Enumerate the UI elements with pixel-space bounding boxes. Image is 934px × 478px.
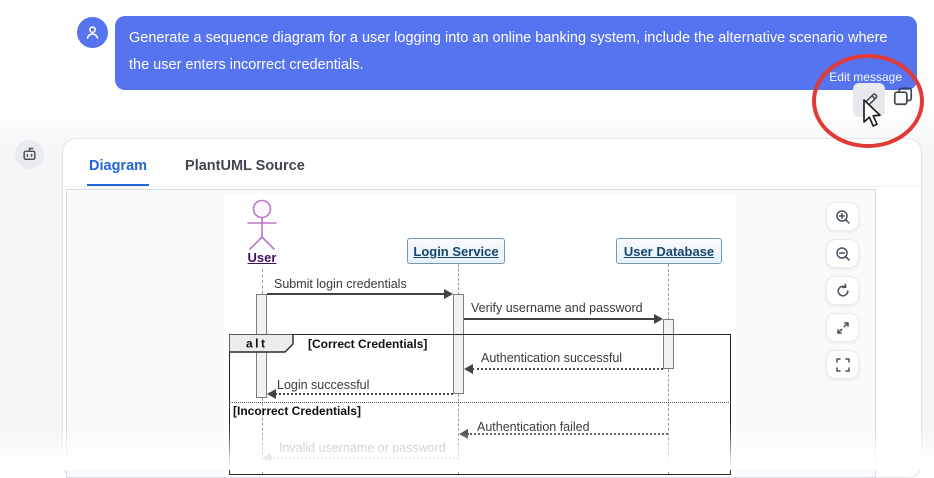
expand-icon bbox=[835, 320, 851, 336]
diagram-panel: Diagram PlantUML Source User Login Servi… bbox=[62, 138, 922, 478]
person-icon bbox=[84, 24, 101, 41]
fullscreen-icon bbox=[835, 357, 851, 373]
arrowhead bbox=[444, 289, 453, 299]
zoom-out-icon bbox=[835, 246, 851, 262]
arrow bbox=[270, 457, 458, 459]
user-message-bubble: Generate a sequence diagram for a user l… bbox=[115, 16, 917, 90]
actor-user-figure bbox=[237, 196, 287, 254]
alt-operator-tab: alt bbox=[229, 334, 295, 353]
participant-user-database: User Database bbox=[616, 238, 722, 264]
message-auth-successful: Authentication successful bbox=[481, 351, 623, 365]
message-auth-failed: Authentication failed bbox=[477, 420, 590, 434]
arrow bbox=[464, 318, 655, 320]
lifeline-user-database bbox=[668, 264, 669, 320]
actor-user-label: User bbox=[247, 250, 277, 265]
arrowhead bbox=[262, 453, 271, 463]
alt-operator-text: alt bbox=[246, 337, 268, 351]
arrow bbox=[275, 393, 453, 395]
assistant-avatar bbox=[15, 140, 44, 169]
arrowhead bbox=[459, 429, 468, 439]
edit-message-tooltip: Edit message bbox=[829, 70, 902, 84]
arrow bbox=[467, 433, 668, 435]
activation-user-database bbox=[663, 319, 674, 369]
tab-bar: Diagram PlantUML Source bbox=[63, 139, 921, 187]
message-actions bbox=[853, 83, 923, 119]
fullscreen-button[interactable] bbox=[826, 350, 859, 379]
reset-view-button[interactable] bbox=[826, 276, 859, 305]
arrowhead bbox=[654, 314, 663, 324]
message-login-successful: Login successful bbox=[277, 378, 370, 392]
message-submit-credentials: Submit login credentials bbox=[274, 277, 407, 291]
message-invalid-credentials: Invalid username or password bbox=[279, 441, 446, 455]
participant-login-service: Login Service bbox=[407, 238, 505, 264]
zoom-out-button[interactable] bbox=[826, 239, 859, 268]
expand-button[interactable] bbox=[826, 313, 859, 342]
zoom-in-button[interactable] bbox=[826, 202, 859, 231]
alt-branch-incorrect: [Incorrect Credentials] bbox=[233, 404, 362, 418]
alt-branch-correct: [Correct Credentials] bbox=[308, 337, 428, 351]
robot-icon bbox=[21, 146, 38, 163]
copy-message-button[interactable] bbox=[889, 85, 917, 113]
lifeline-user-database bbox=[668, 369, 669, 475]
arrowhead bbox=[464, 364, 473, 374]
arrowhead bbox=[267, 389, 276, 399]
tab-diagram[interactable]: Diagram bbox=[87, 158, 150, 186]
user-message-text: Generate a sequence diagram for a user l… bbox=[129, 30, 888, 73]
edit-message-button[interactable] bbox=[853, 83, 885, 117]
reset-icon bbox=[835, 283, 851, 299]
user-avatar bbox=[77, 17, 108, 48]
pencil-icon bbox=[860, 91, 879, 110]
diagram-canvas[interactable]: User Login Service User Database alt [Co… bbox=[66, 189, 876, 478]
arrow bbox=[472, 368, 663, 370]
alt-divider bbox=[229, 402, 731, 403]
lifeline-login-service bbox=[458, 264, 459, 295]
activation-login-service bbox=[453, 294, 464, 394]
lifeline-user bbox=[262, 269, 263, 294]
copy-icon bbox=[892, 85, 914, 107]
zoom-in-icon bbox=[835, 209, 851, 225]
tab-plantuml-source[interactable]: PlantUML Source bbox=[185, 158, 305, 174]
message-verify-credentials: Verify username and password bbox=[471, 301, 643, 315]
diagram-controls bbox=[826, 202, 859, 379]
arrow bbox=[267, 293, 445, 295]
